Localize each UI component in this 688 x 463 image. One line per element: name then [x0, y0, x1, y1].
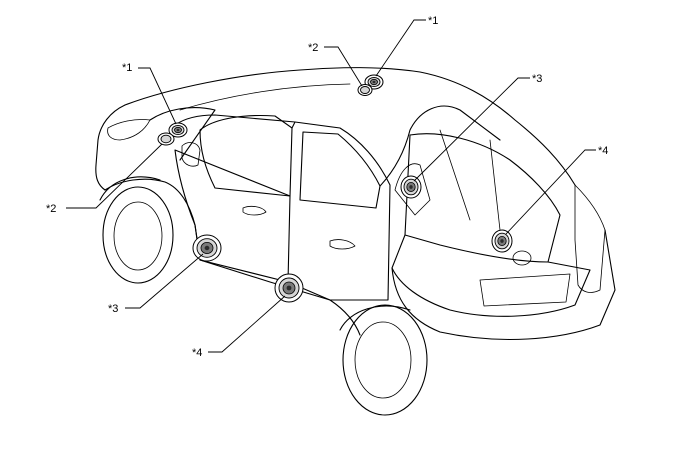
roof-outline: [124, 67, 576, 186]
windshield: [149, 107, 216, 161]
leader-front-tweeter-right: [375, 19, 426, 77]
interior-seat: [394, 163, 431, 216]
interior-line: [439, 129, 501, 231]
rear-bumper: [391, 229, 616, 341]
leader-front-tweeter-cover-right: [324, 46, 363, 87]
rear-door-handle: [329, 239, 356, 250]
rear-door: [287, 121, 391, 301]
rear-window: [299, 131, 381, 209]
front-door-handle: [242, 205, 267, 216]
rear-emblem: [512, 250, 532, 266]
front-door: [174, 114, 296, 283]
headlight: [107, 119, 151, 141]
callout-front-tweeter-right: *1: [428, 15, 438, 27]
leader-front-tweeter-cover-left: [66, 143, 163, 209]
leader-lines: [66, 19, 596, 353]
tailgate: [391, 234, 591, 317]
leader-rear-speaker-left: [208, 295, 286, 353]
callout-front-tweeter-cover-left: *2: [46, 203, 56, 215]
front-tweeter-left-speaker: [168, 122, 188, 138]
front-door-speaker-left: [192, 234, 222, 262]
front-tweeter-cover-left: [157, 132, 175, 146]
hood-outline: [95, 104, 126, 191]
rear-door-speaker-left: [274, 273, 304, 303]
leader-front-speaker-left: [125, 253, 204, 309]
rear-lamp: [574, 184, 606, 293]
license-plate: [479, 273, 571, 307]
front-tweeter-cover-right: [357, 84, 373, 96]
hatch-glass: [404, 133, 561, 263]
front-window: [199, 115, 293, 197]
roof-inner-line: [179, 83, 351, 111]
callout-front-tweeter-left: *1: [122, 62, 132, 74]
callout-front-tweeter-cover-right: *2: [308, 42, 318, 54]
callout-front-speaker-right: *3: [532, 73, 542, 85]
vehicle-illustration: [95, 67, 616, 416]
front-door-speaker-right: [400, 175, 422, 199]
rear-wheel: [339, 304, 428, 416]
leader-front-speaker-right: [413, 77, 530, 182]
callout-front-speaker-left: *3: [108, 303, 118, 315]
rear-door-speaker-right: [491, 229, 513, 253]
side-mirror: [181, 142, 201, 167]
leader-rear-speaker-right: [505, 149, 596, 235]
callout-labels: *1 *2 *1 *2 *3 *3 *4 *4: [46, 15, 608, 359]
c-pillar: [379, 105, 501, 187]
callout-rear-speaker-left: *4: [192, 347, 202, 359]
front-wheel: [99, 176, 174, 284]
callout-rear-speaker-right: *4: [598, 145, 608, 157]
leader-front-tweeter-left: [138, 67, 177, 125]
